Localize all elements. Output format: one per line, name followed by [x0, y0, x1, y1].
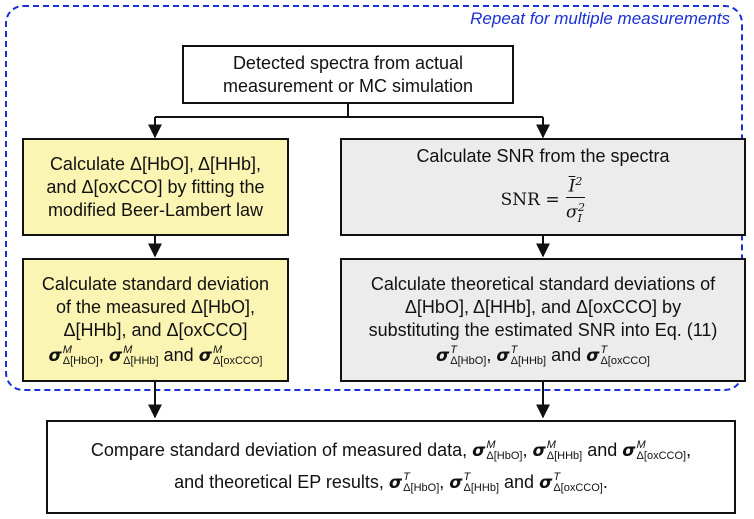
repeat-label: Repeat for multiple measurements — [470, 9, 730, 28]
left-top-line-1: Calculate Δ[HbO], Δ[HHb], — [49, 153, 262, 174]
right-bottom-line-2: Δ[HbO], Δ[HHb], and Δ[oxCCO] by — [404, 296, 682, 317]
snr-formula: SNR = I2 σI2 — [501, 172, 586, 229]
top-line-1: Detected spectra from actual — [232, 52, 464, 73]
left-top-line-3: modified Beer-Lambert law — [47, 199, 264, 220]
left-bottom-line-1: Calculate standard deviation — [41, 273, 270, 294]
snr-denominator: σI2 — [566, 200, 585, 225]
top-line-2: measurement or MC simulation — [222, 75, 474, 96]
right-bottom-line-1: Calculate theoretical standard deviation… — [370, 273, 716, 294]
right-bottom-line-3: substituting the estimated SNR into Eq. … — [368, 319, 718, 340]
compare-box: Compare standard deviation of measured d… — [46, 420, 736, 514]
snr-numerator: I2 — [565, 172, 586, 198]
fit-mbll-box: Calculate Δ[HbO], Δ[HHb], and Δ[oxCCO] b… — [22, 138, 289, 236]
snr-lhs: SNR = — [500, 189, 560, 210]
snr-fraction: I2 σI2 — [565, 172, 586, 229]
theoretical-std-box: Calculate theoretical standard deviation… — [340, 258, 746, 382]
left-bottom-line-2: of the measured Δ[HbO], — [55, 296, 256, 317]
bottom-line-1: Compare standard deviation of measured d… — [90, 439, 692, 463]
right-top-line-1: Calculate SNR from the spectra — [416, 146, 670, 167]
detected-spectra-box: Detected spectra from actual measurement… — [182, 45, 514, 104]
left-top-line-2: and Δ[oxCCO] by fitting the — [46, 176, 265, 197]
connector-top-split — [155, 104, 543, 118]
measured-std-box: Calculate standard deviation of the meas… — [22, 258, 289, 382]
left-bottom-line-3: Δ[HHb], and Δ[oxCCO] — [63, 319, 248, 340]
snr-box: Calculate SNR from the spectra SNR = I2 … — [340, 138, 746, 236]
